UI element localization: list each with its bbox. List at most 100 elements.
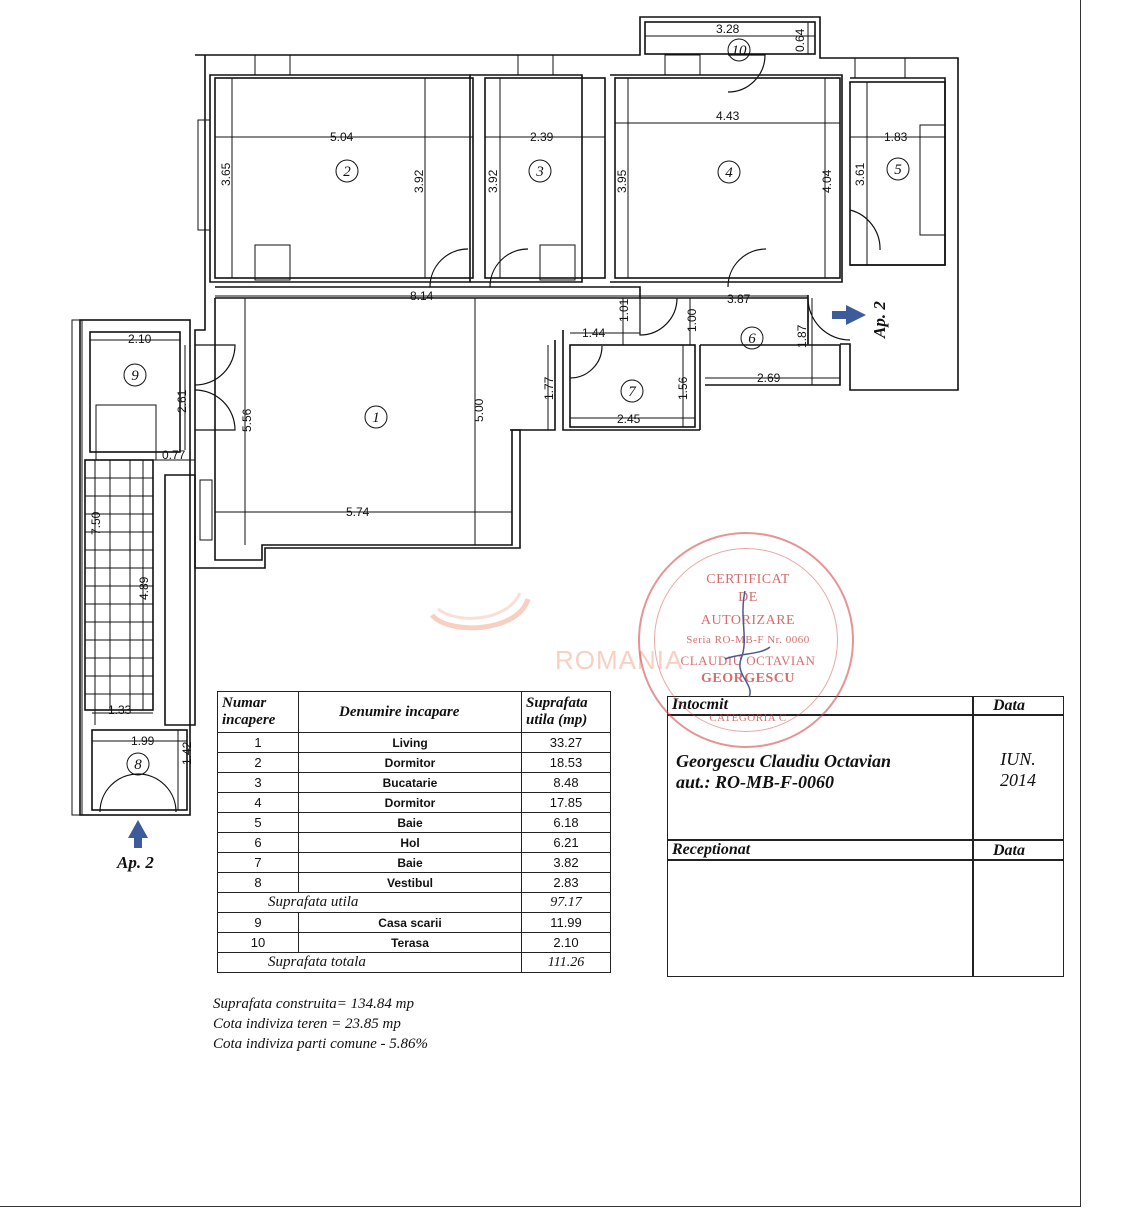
room-area: 11.99 bbox=[521, 912, 611, 933]
dim-label: 7.50 bbox=[89, 511, 103, 535]
dim-label: 1.42 bbox=[180, 741, 194, 765]
dim-label: 5.74 bbox=[346, 505, 370, 519]
room-name: Casa scarii bbox=[298, 912, 522, 933]
dim-label: 4.43 bbox=[716, 109, 740, 123]
room-number-3: 3 bbox=[535, 164, 544, 180]
room-number-2: 2 bbox=[343, 164, 351, 180]
data-label: Data bbox=[993, 697, 1025, 714]
stamp-line: GEORGESCU bbox=[701, 671, 795, 686]
data-label-2: Data bbox=[993, 842, 1025, 859]
dim-label: 2.45 bbox=[617, 412, 641, 426]
total-value: 111.26 bbox=[521, 952, 611, 973]
room-name: Hol bbox=[298, 832, 522, 853]
divider bbox=[668, 859, 1063, 861]
dim-label: 1.83 bbox=[884, 130, 908, 144]
floor-plan: 3.28 0.64 5.04 3.65 3.92 3.92 2.39 4.43 … bbox=[71, 16, 959, 872]
room-number-8: 8 bbox=[134, 757, 142, 773]
dim-label: 3.95 bbox=[615, 169, 629, 193]
room-9-outline bbox=[89, 331, 181, 453]
room-number-4: 4 bbox=[725, 165, 733, 181]
room-nr: 10 bbox=[217, 932, 299, 953]
room-name: Dormitor bbox=[298, 752, 522, 773]
room-number-1: 1 bbox=[372, 410, 380, 426]
room-area: 2.83 bbox=[521, 872, 611, 893]
dim-label: 5.00 bbox=[472, 398, 486, 422]
note-common-share: Cota indiviza parti comune - 5.86% bbox=[213, 1036, 428, 1052]
staircase-outline bbox=[79, 319, 191, 816]
dim-label: 3.87 bbox=[727, 292, 751, 306]
room-number-6: 6 bbox=[748, 331, 756, 347]
watermark-logo-icon bbox=[430, 592, 531, 631]
room-number-10: 10 bbox=[732, 43, 748, 59]
dim-label: 2.10 bbox=[128, 332, 152, 346]
dim-label: 3.92 bbox=[412, 169, 426, 193]
room-4-outline bbox=[614, 77, 841, 279]
divider bbox=[668, 714, 1063, 716]
room-number-5: 5 bbox=[894, 162, 902, 178]
room-name: Baie bbox=[298, 812, 522, 833]
room-nr: 6 bbox=[217, 832, 299, 853]
stamp-line: AUTORIZARE bbox=[700, 613, 796, 628]
subtotal-value: 97.17 bbox=[521, 892, 611, 913]
stamp-line: CLAUDIU OCTAVIAN bbox=[680, 653, 816, 668]
dim-label: 1.99 bbox=[131, 734, 155, 748]
room-area: 18.53 bbox=[521, 752, 611, 773]
entrance-label-bottom: Ap. 2 bbox=[116, 853, 154, 872]
dim-label: 2.61 bbox=[175, 389, 189, 413]
note-built-area: Suprafata construita= 134.84 mp bbox=[213, 996, 414, 1012]
authorization-stamp: CERTIFICAT DE AUTORIZARE Seria RO-MB-F N… bbox=[638, 532, 854, 748]
room-nr: 9 bbox=[217, 912, 299, 933]
room-number-7: 7 bbox=[628, 384, 637, 400]
room-1-outline bbox=[214, 286, 641, 561]
entrance-arrow-icon bbox=[128, 305, 866, 848]
dim-label: 4.04 bbox=[820, 169, 834, 193]
dim-label: 3.28 bbox=[716, 22, 740, 36]
subtotal-label: Suprafata utila bbox=[217, 892, 522, 913]
room-nr: 2 bbox=[217, 752, 299, 773]
room-7-outline bbox=[569, 344, 696, 428]
room-6-outline bbox=[640, 297, 841, 386]
dim-label: 0.64 bbox=[793, 28, 807, 52]
room-8-outline bbox=[91, 729, 188, 811]
room-area: 6.21 bbox=[521, 832, 611, 853]
author-block: Georgescu Claudiu Octavian aut.: RO-MB-F… bbox=[676, 751, 891, 793]
dim-label: 1.44 bbox=[582, 326, 606, 340]
stamp-ring bbox=[654, 548, 838, 732]
total-label: Suprafata totala bbox=[217, 952, 522, 973]
stamp-line: CERTIFICAT bbox=[706, 572, 790, 587]
dim-label: 2.39 bbox=[530, 130, 554, 144]
room-nr: 7 bbox=[217, 852, 299, 873]
date-block: IUN. 2014 bbox=[973, 749, 1063, 791]
room-area: 3.82 bbox=[521, 852, 611, 873]
dim-label: 1.77 bbox=[542, 376, 556, 400]
room-name: Dormitor bbox=[298, 792, 522, 813]
room-name: Vestibul bbox=[298, 872, 522, 893]
dim-label: 3.92 bbox=[486, 169, 500, 193]
page-border bbox=[0, 0, 1081, 1207]
room-name: Terasa bbox=[298, 932, 522, 953]
room-nr: 4 bbox=[217, 792, 299, 813]
corridor-wall bbox=[164, 474, 196, 726]
room-area: 6.18 bbox=[521, 812, 611, 833]
dim-label: 2.69 bbox=[757, 371, 781, 385]
room-area: 2.10 bbox=[521, 932, 611, 953]
stair-steps bbox=[85, 404, 157, 710]
room-name: Living bbox=[298, 732, 522, 753]
author-name: Georgescu Claudiu Octavian bbox=[676, 751, 892, 771]
dim-label: 1.33 bbox=[108, 703, 132, 717]
dim-label: 1.56 bbox=[676, 376, 690, 400]
dim-label: 3.61 bbox=[853, 162, 867, 186]
note-land-share: Cota indiviza teren = 23.85 mp bbox=[213, 1016, 401, 1032]
room-nr: 1 bbox=[217, 732, 299, 753]
dim-label: 5.04 bbox=[330, 130, 354, 144]
dim-label: 1.00 bbox=[685, 308, 699, 332]
surface-notes: Suprafata construita= 134.84 mp Cota ind… bbox=[213, 994, 428, 1054]
room-area: 33.27 bbox=[521, 732, 611, 753]
